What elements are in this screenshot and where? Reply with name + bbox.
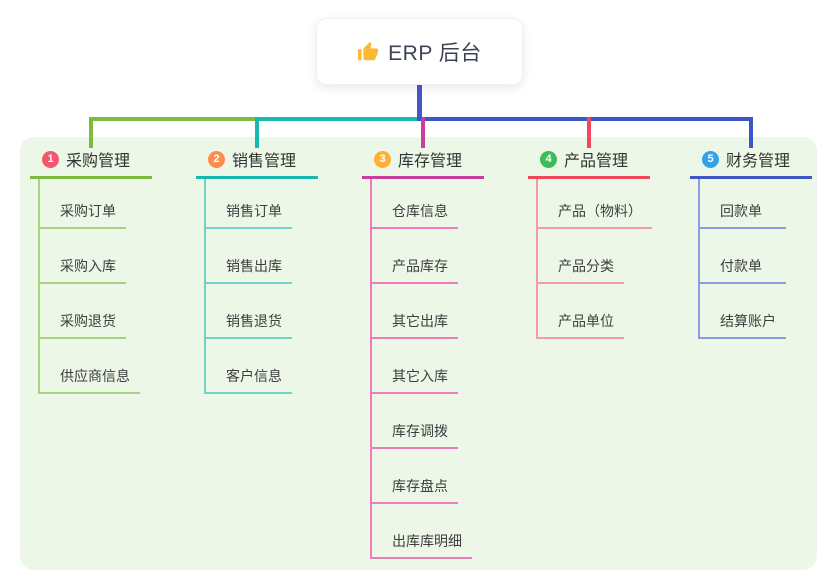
drop-line-branch-5 [749,117,753,148]
child-node-label: 销售退货 [226,313,282,329]
child-node-label: 客户信息 [226,368,282,384]
child-node[interactable]: 结算账户 [700,284,786,339]
priority-badge: 1 [42,150,59,168]
child-node[interactable]: 出库库明细 [372,504,472,559]
priority-badge: 4 [540,150,557,168]
branch-node-3[interactable]: 3 库存管理 [362,146,484,179]
child-node-label: 结算账户 [720,313,776,329]
child-node-label: 其它入库 [392,368,448,384]
child-node[interactable]: 产品（物料） [538,179,652,229]
child-node[interactable]: 回款单 [700,179,786,229]
child-node-label: 回款单 [720,203,762,219]
child-node-label: 销售订单 [226,203,282,219]
branch-label: 库存管理 [398,153,463,170]
branch-children: 采购订单采购入库采购退货供应商信息 [38,179,152,394]
branch-3: 3 库存管理仓库信息产品库存其它出库其它入库库存调拨库存盘点出库库明细 [362,146,484,559]
child-node[interactable]: 采购订单 [40,179,126,229]
branch-2: 2 销售管理销售订单销售出库销售退货客户信息 [196,146,318,394]
child-node-label: 产品库存 [392,258,448,274]
child-node[interactable]: 销售退货 [206,284,292,339]
branch-children: 产品（物料） 产品分类产品单位 [536,179,652,339]
branch-node-4[interactable]: 4 产品管理 [528,146,650,179]
root-stem-line [417,84,422,119]
child-node[interactable]: 仓库信息 [372,179,458,229]
branch-label: 销售管理 [232,153,297,170]
drop-line-branch-3 [421,117,425,148]
child-node-label: 其它出库 [392,313,448,329]
child-node-label: 库存盘点 [392,478,448,494]
child-node-label: 出库库明细 [392,533,462,549]
child-node-label: 销售出库 [226,258,282,274]
hline-branch-5 [417,117,753,121]
drop-line-branch-1 [89,117,93,148]
child-node-label: 采购入库 [60,258,116,274]
child-node[interactable]: 采购退货 [40,284,126,339]
drop-line-branch-4 [587,117,591,148]
child-node[interactable]: 销售订单 [206,179,292,229]
child-node[interactable]: 其它入库 [372,339,458,394]
child-node[interactable]: 产品单位 [538,284,624,339]
drop-line-branch-2 [255,117,259,148]
child-node[interactable]: 供应商信息 [40,339,140,394]
thumbs-up-icon [357,41,379,63]
branch-node-5[interactable]: 5 财务管理 [690,146,812,179]
child-node-label: 采购订单 [60,203,116,219]
child-node-label: 产品分类 [558,258,614,274]
child-node-label: 产品（物料） [558,203,642,219]
priority-badge: 3 [374,150,391,168]
child-node[interactable]: 采购入库 [40,229,126,284]
child-node[interactable]: 产品分类 [538,229,624,284]
hline-branch-1 [91,117,257,121]
branch-label: 财务管理 [726,153,791,170]
child-node[interactable]: 客户信息 [206,339,292,394]
background-panel [20,137,817,570]
branch-4: 4 产品管理产品（物料） 产品分类产品单位 [528,146,652,339]
child-node-label: 供应商信息 [60,368,130,384]
priority-badge: 2 [208,150,225,168]
branch-children: 回款单付款单结算账户 [698,179,812,339]
branch-children: 销售订单销售出库销售退货客户信息 [204,179,318,394]
branch-5: 5 财务管理回款单付款单结算账户 [690,146,812,339]
branch-label: 产品管理 [564,153,629,170]
hline-branch-2 [257,117,421,121]
branch-1: 1 采购管理采购订单采购入库采购退货供应商信息 [30,146,152,394]
child-node-label: 付款单 [720,258,762,274]
branch-node-1[interactable]: 1 采购管理 [30,146,152,179]
priority-badge: 5 [702,150,719,168]
child-node-label: 库存调拨 [392,423,448,439]
child-node[interactable]: 产品库存 [372,229,458,284]
branch-label: 采购管理 [66,153,131,170]
child-node-label: 产品单位 [558,313,614,329]
child-node[interactable]: 其它出库 [372,284,458,339]
child-node-label: 采购退货 [60,313,116,329]
branch-node-2[interactable]: 2 销售管理 [196,146,318,179]
child-node[interactable]: 库存调拨 [372,394,458,449]
child-node[interactable]: 销售出库 [206,229,292,284]
root-title: ERP 后台 [388,41,482,65]
branch-children: 仓库信息产品库存其它出库其它入库库存调拨库存盘点出库库明细 [370,179,484,559]
child-node-label: 仓库信息 [392,203,448,219]
child-node[interactable]: 库存盘点 [372,449,458,504]
child-node[interactable]: 付款单 [700,229,786,284]
root-node[interactable]: ERP 后台 [316,18,523,85]
